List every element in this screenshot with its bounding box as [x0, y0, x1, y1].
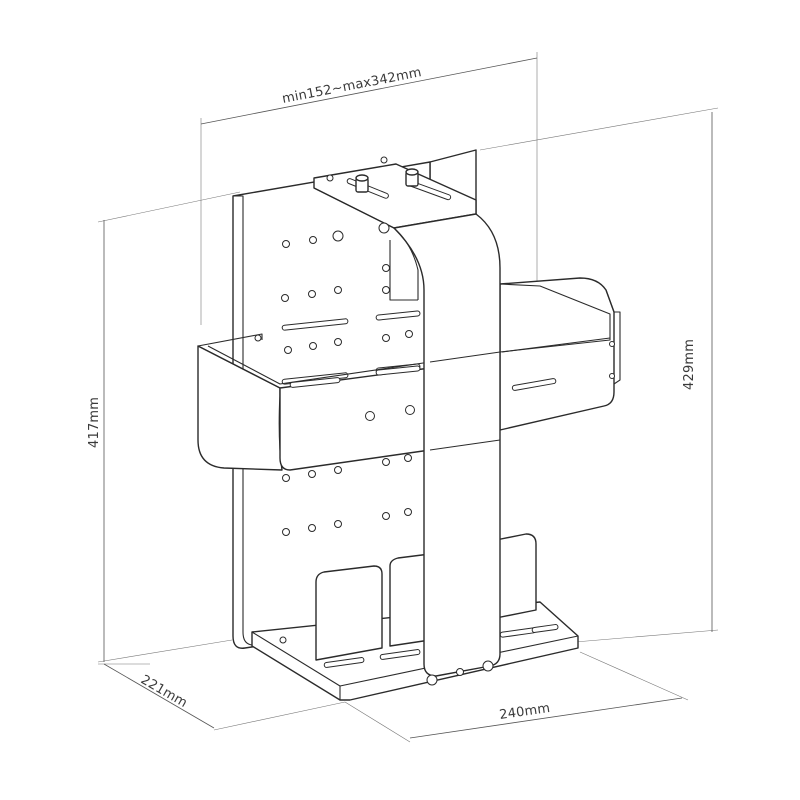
strap-bend-inner	[393, 227, 419, 300]
plate-hole	[282, 528, 290, 536]
basket-slot	[375, 365, 421, 376]
plate-hole	[334, 286, 342, 294]
plate-screw	[332, 230, 344, 242]
basket-top-edge	[197, 345, 281, 389]
depth-label: 221mm	[138, 672, 190, 711]
depth-dim-line	[103, 663, 215, 729]
slider-knob-left-top	[355, 174, 369, 182]
left-dim-ext-bottom	[97, 639, 233, 663]
plate-hole	[334, 466, 342, 474]
plate-hole	[284, 346, 292, 354]
plate-edge	[233, 195, 253, 646]
left-dim-ext-top	[97, 191, 241, 223]
right-basket-hole	[609, 373, 615, 379]
plate-hole	[382, 264, 390, 272]
plate-slot	[281, 318, 349, 331]
plate-slot	[375, 310, 421, 321]
plate-hole	[334, 520, 342, 528]
slider-screw	[378, 222, 390, 234]
strap-screw	[426, 674, 438, 686]
right-basket-flange	[605, 289, 621, 385]
dimension-lines	[97, 52, 719, 743]
vertical-strap	[389, 213, 501, 686]
basket-front-face	[279, 367, 431, 471]
plate-hole	[281, 294, 289, 302]
basket-rim-connector	[429, 351, 501, 363]
plate-hole	[308, 290, 316, 298]
plate-hole	[405, 330, 413, 338]
clamp-wall-back	[495, 533, 537, 619]
right-basket-inner	[499, 283, 611, 353]
right-basket-floor	[501, 337, 611, 353]
basket-hole	[254, 334, 262, 342]
plate-hole	[309, 236, 317, 244]
plate-hole	[382, 286, 390, 294]
plate-hole	[404, 454, 412, 462]
front-height-label: 417mm	[87, 397, 102, 448]
right-dim-ext-top	[479, 107, 719, 151]
right-dim-ext-bottom	[574, 629, 719, 643]
top-slider	[313, 156, 477, 234]
clamp-wall-front	[315, 565, 383, 661]
right-basket-slot	[511, 378, 557, 391]
plate-hole	[334, 338, 342, 346]
slider-hole	[326, 174, 334, 182]
plate-hole	[308, 470, 316, 478]
strap-screw	[482, 660, 494, 672]
width-label: 240mm	[498, 701, 551, 723]
plate-hole	[404, 508, 412, 516]
plate-hole	[382, 512, 390, 520]
plate-hole	[282, 240, 290, 248]
basket-slot	[289, 377, 341, 388]
strap-hole	[456, 668, 464, 676]
right-basket-hole	[609, 341, 615, 347]
slider-knob-right-top	[405, 168, 419, 176]
tray-hole	[279, 636, 287, 644]
strap-bend-side	[389, 240, 418, 301]
tray-slot	[323, 657, 365, 668]
plate-hole	[382, 334, 390, 342]
back-height-label: 429mm	[682, 339, 697, 390]
depth-dim-ext-front	[213, 701, 346, 731]
tray-slot	[531, 624, 559, 633]
width-dim-ext-left	[344, 701, 411, 743]
right-basket	[499, 277, 621, 431]
slider-edge	[313, 187, 395, 229]
width-dim-ext-right	[579, 651, 689, 701]
tray-slot	[379, 649, 421, 660]
plate-hole	[282, 474, 290, 482]
basket-rim-left	[197, 333, 263, 347]
basket-screw	[405, 405, 415, 415]
basket-screw	[365, 411, 375, 421]
plate-hole	[309, 342, 317, 350]
basket-bottom-connector	[429, 439, 501, 451]
basket-lip	[207, 345, 431, 385]
top-dim-line	[200, 57, 538, 125]
plate-hole	[308, 524, 316, 532]
front-basket	[197, 333, 431, 471]
width-dim-line	[409, 697, 683, 739]
plate-hole	[382, 458, 390, 466]
width-range-label: min152~max342mm	[281, 65, 423, 107]
right-basket-body	[499, 277, 615, 431]
slider-hole	[380, 156, 388, 164]
